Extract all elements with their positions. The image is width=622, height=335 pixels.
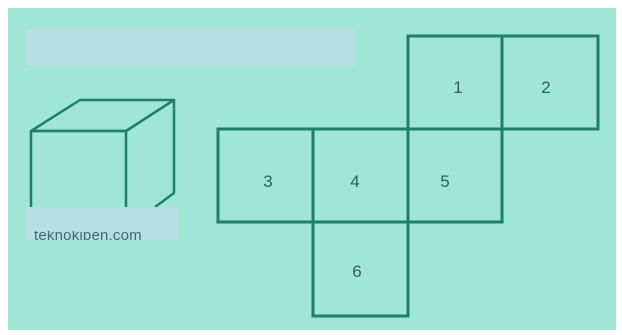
face-label-3: 3	[263, 172, 272, 191]
face-label-6: 6	[352, 262, 361, 281]
face-label-5: 5	[440, 172, 449, 191]
net-face-5	[408, 129, 502, 222]
cube-illustration	[31, 100, 174, 212]
net-face-4	[313, 129, 408, 222]
cube-side-face	[126, 100, 174, 207]
redaction-box-title	[26, 29, 356, 66]
face-label-4: 4	[350, 172, 359, 191]
watermark-text: teknokipen.com	[34, 231, 142, 240]
cube-top-face	[31, 100, 174, 131]
cube-front-face	[31, 131, 126, 212]
cube-net: 1 2 3 4 5 6	[218, 36, 598, 316]
face-label-1: 1	[453, 78, 462, 97]
face-label-2: 2	[541, 78, 550, 97]
